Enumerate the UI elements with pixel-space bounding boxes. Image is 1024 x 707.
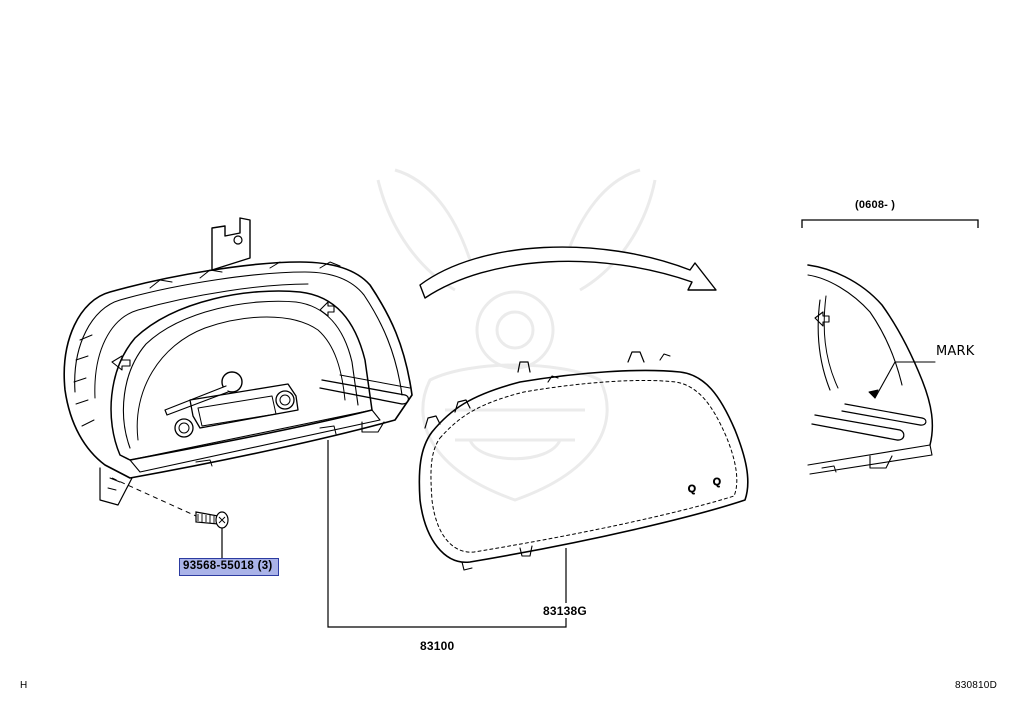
part-callout-assembly[interactable]: 83100 [420,639,455,653]
part-number-screw: 93568-55018 (3) [183,560,273,572]
part-callout-screw[interactable]: 93568-55018 (3) [179,558,279,576]
curved-arrow [419,246,717,299]
corner-label: H [20,680,28,691]
cluster-assembly-drawing [63,217,413,506]
screw-drawing [195,511,229,529]
cover-glass-drawing: Q Q [418,351,749,571]
watermark-emblem [376,168,657,502]
svg-text:Q: Q [713,477,721,488]
detail-bracket [801,219,979,228]
date-range-label: (0608- ) [855,199,896,211]
detail-view-drawing [807,264,936,475]
dashed-assembly-line [111,477,197,517]
leader-lines [221,440,567,628]
svg-text:Q: Q [688,484,696,495]
part-callout-cover[interactable]: 83138G [543,604,587,618]
mark-label: MARK [936,344,975,359]
figure-code: 830810D [955,680,997,691]
